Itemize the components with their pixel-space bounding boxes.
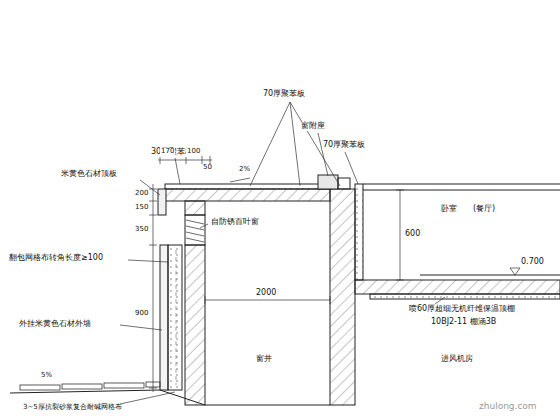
- material-label: 米黄色石材顶板: [60, 170, 118, 179]
- room-label: 卧室: [440, 205, 458, 214]
- dimension: 900: [134, 310, 149, 318]
- dimension: 350: [134, 226, 149, 234]
- dimension: 50: [202, 164, 213, 172]
- slope-label: 2%: [238, 166, 251, 174]
- room-label: 窗井: [255, 355, 273, 364]
- slope-label: 5%: [40, 372, 53, 380]
- room-label: 进风机房: [440, 355, 474, 364]
- dimension: 100: [186, 148, 201, 156]
- room-label: (餐厅): [472, 205, 496, 214]
- material-label: 70厚聚苯板: [322, 141, 366, 150]
- dimension: 2000: [255, 289, 277, 298]
- dimension: 150: [134, 204, 149, 212]
- material-label: 外挂米黄色石材外墙: [18, 320, 92, 329]
- part-label: 窗附座: [300, 122, 326, 131]
- dimension: 200: [134, 190, 149, 198]
- dimension: 600: [404, 230, 421, 239]
- note-label: 翻包网格布转角长度≥100: [8, 254, 104, 263]
- part-label: 自防锈百叶窗: [210, 218, 260, 227]
- dimension: 170: [160, 148, 175, 156]
- watermark: zhulong.com: [478, 402, 538, 412]
- material-label: 70厚聚苯板: [262, 90, 306, 99]
- reference-label: 10BJ2-11 棚涵3B: [430, 318, 497, 327]
- level-label: 0.700: [520, 258, 545, 267]
- note-label: 3~5厚抗裂砂浆复合耐碱网格布: [22, 404, 123, 412]
- material-label: 喷60厚超细无机纤维保温顶棚: [408, 305, 516, 314]
